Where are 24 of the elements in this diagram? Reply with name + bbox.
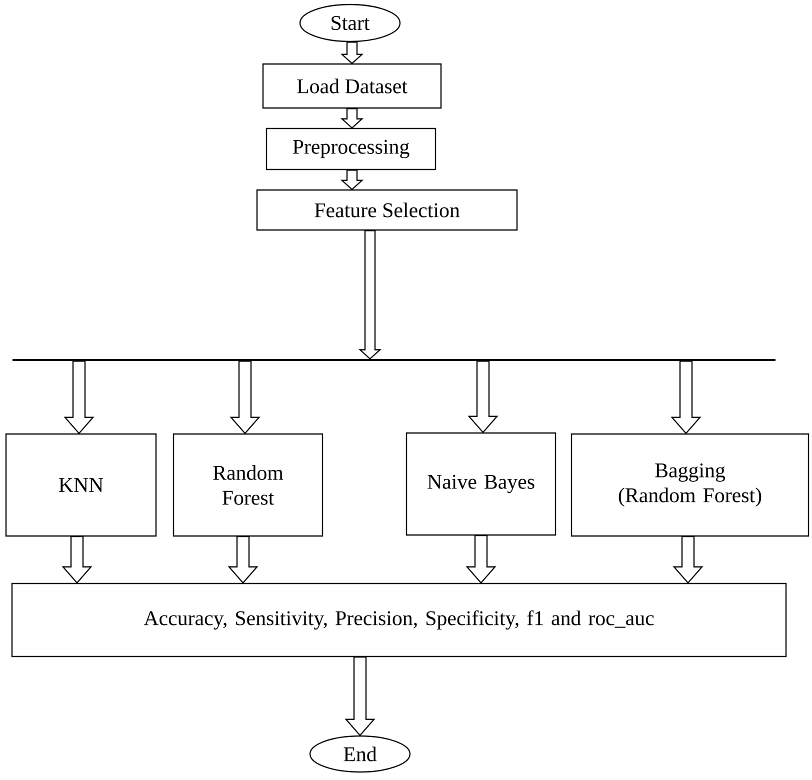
block-arrow [230, 360, 260, 434]
block-arrow [340, 42, 364, 64]
process-box: Accuracy, Sensitivity, Precision, Specificity, f1 and roc_auc [11, 582, 787, 658]
process-box: KNN [5, 433, 157, 537]
block-arrow [468, 360, 498, 434]
terminal-oval: End [309, 735, 411, 773]
process-box: Load Dataset [262, 63, 442, 109]
block-arrow [358, 230, 382, 360]
process-box: Naive Bayes [406, 432, 556, 536]
split-line [12, 358, 776, 361]
block-arrow [672, 536, 704, 584]
block-arrow [64, 360, 94, 434]
block-arrow [62, 536, 92, 584]
block-arrow [344, 656, 376, 736]
block-arrow [670, 360, 702, 434]
block-arrow [466, 534, 496, 584]
block-arrow [228, 536, 258, 584]
terminal-oval: Start [299, 4, 401, 42]
block-arrow [340, 108, 364, 129]
process-box: Feature Selection [256, 189, 518, 231]
block-arrow [340, 170, 364, 190]
process-box: Bagging (Random Forest) [570, 433, 810, 537]
process-box: Preprocessing [266, 128, 436, 170]
process-box: Random Forest [172, 433, 324, 537]
